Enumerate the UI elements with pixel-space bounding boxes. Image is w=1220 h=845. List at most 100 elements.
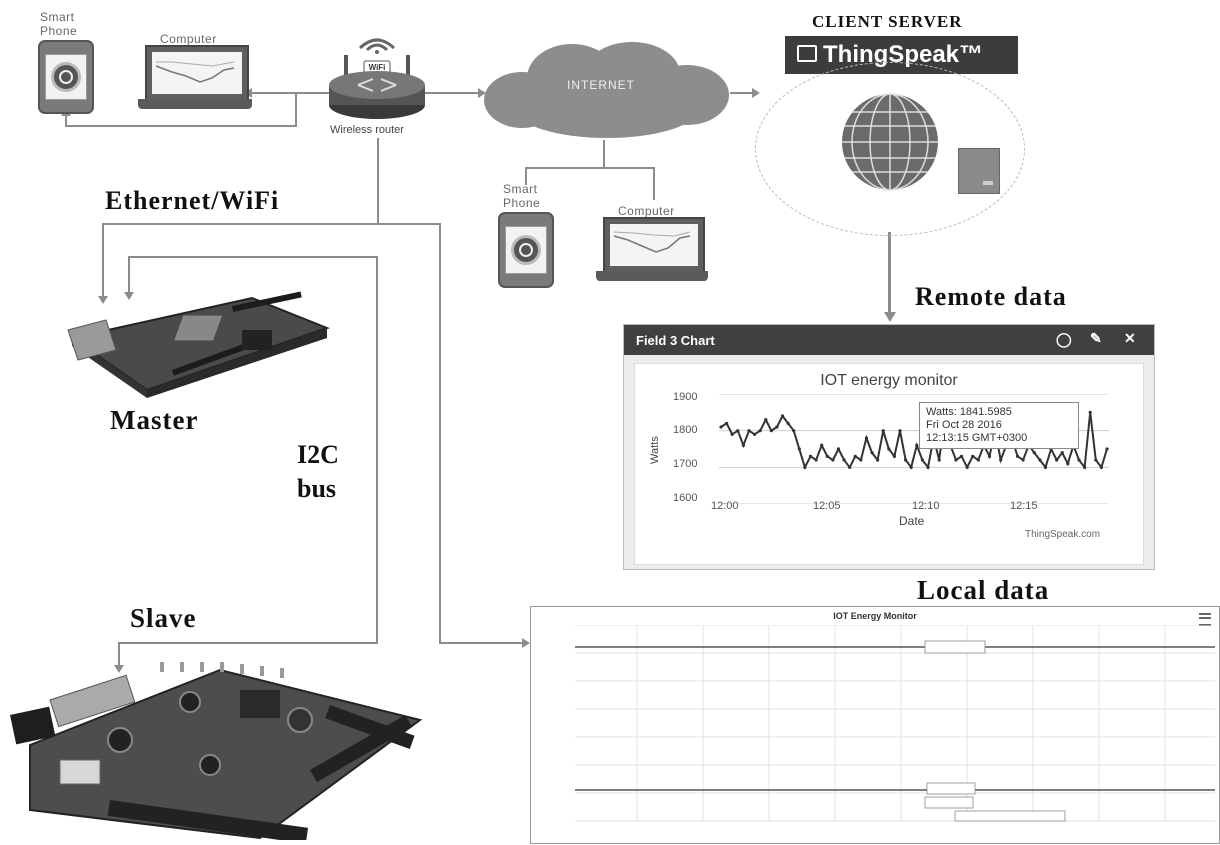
arrow-down-icon — [884, 312, 896, 322]
data-point[interactable] — [831, 458, 835, 462]
link-server-to-remote — [888, 232, 891, 314]
ethernet-wifi-label: Ethernet/WiFi — [105, 186, 280, 215]
data-point[interactable] — [898, 429, 902, 433]
data-point[interactable] — [909, 465, 913, 469]
data-point[interactable] — [775, 425, 779, 429]
data-point[interactable] — [920, 458, 924, 462]
data-point[interactable] — [820, 443, 824, 447]
data-point[interactable] — [965, 465, 969, 469]
data-point[interactable] — [836, 447, 841, 451]
data-point[interactable] — [1021, 458, 1025, 462]
local-chart-title: IOT Energy Monitor — [833, 611, 917, 621]
data-point[interactable] — [1099, 465, 1104, 469]
smart-phone-mid — [498, 212, 554, 288]
data-point[interactable] — [1066, 462, 1070, 466]
remote-chart-panel-title: Field 3 Chart — [636, 333, 715, 348]
data-point[interactable] — [1015, 454, 1020, 458]
data-point[interactable] — [752, 432, 757, 436]
mini-chart-icon — [613, 231, 691, 253]
data-point[interactable] — [797, 447, 801, 451]
remote-chart-xlabel: Date — [899, 514, 925, 528]
data-point[interactable] — [825, 454, 829, 458]
local-data-label: Local data — [917, 575, 1050, 605]
comment-icon[interactable]: ◯ — [1056, 331, 1072, 347]
x-tick: 12:05 — [813, 500, 841, 512]
data-point[interactable] — [741, 443, 745, 447]
arrow-right-icon — [752, 88, 760, 98]
data-point[interactable] — [987, 454, 992, 458]
tooltip-line: 12:13:15 GMT+0300 — [926, 432, 1028, 444]
data-point[interactable] — [786, 421, 790, 425]
link-internet-branch — [525, 167, 655, 169]
data-point[interactable] — [887, 447, 891, 451]
link-router-to-computer — [250, 92, 330, 94]
data-point[interactable] — [780, 414, 785, 418]
smart-phone-mid-label: Smart Phone — [503, 182, 541, 210]
data-point[interactable] — [971, 454, 975, 458]
data-point[interactable] — [1088, 410, 1092, 414]
globe-icon — [838, 90, 942, 194]
remote-chart-header: Field 3 Chart ◯ ✎ ✕ — [624, 325, 1154, 355]
data-point[interactable] — [808, 454, 813, 458]
data-point[interactable] — [724, 421, 729, 425]
link-to-local-h — [439, 642, 524, 644]
data-point[interactable] — [881, 429, 885, 433]
data-point[interactable] — [864, 436, 869, 440]
data-point[interactable] — [764, 418, 768, 422]
data-point[interactable] — [1083, 465, 1087, 469]
i2c-bus-bottom — [118, 642, 378, 644]
close-icon[interactable]: ✕ — [1124, 330, 1136, 346]
data-point[interactable] — [1060, 451, 1064, 455]
data-point[interactable] — [730, 432, 734, 436]
data-point[interactable] — [892, 454, 897, 458]
series-line — [720, 412, 1108, 470]
chat-bubble-icon — [797, 45, 817, 62]
data-point[interactable] — [792, 429, 796, 433]
server-box-icon — [958, 148, 1000, 194]
data-point[interactable] — [747, 429, 751, 433]
data-point[interactable] — [937, 458, 941, 462]
laptop-screen — [610, 224, 698, 266]
data-point[interactable] — [814, 458, 818, 462]
data-point[interactable] — [1094, 458, 1098, 462]
arrow-down-icon — [98, 296, 108, 304]
data-point[interactable] — [769, 429, 773, 433]
i2c-bus-right — [376, 256, 378, 644]
client-server-title: CLIENT SERVER — [812, 12, 963, 31]
data-point[interactable] — [1077, 458, 1081, 462]
data-point[interactable] — [959, 454, 964, 458]
remote-chart-ylabel: Watts — [649, 436, 661, 464]
data-point[interactable] — [848, 465, 852, 469]
y-tick: 1800 — [673, 424, 698, 436]
data-point[interactable] — [999, 458, 1003, 462]
data-point[interactable] — [803, 465, 807, 469]
mini-chart-icon — [155, 61, 235, 83]
data-point[interactable] — [719, 425, 723, 429]
data-point[interactable] — [876, 458, 880, 462]
i2c-label: I2C — [297, 440, 339, 469]
data-point[interactable] — [1043, 465, 1048, 469]
remote-chart-area: IOT energy monitor Watts 1900 1800 1700 … — [634, 363, 1144, 565]
edit-pencil-icon[interactable]: ✎ — [1090, 330, 1102, 346]
data-point[interactable] — [1032, 451, 1036, 455]
data-point[interactable] — [758, 429, 762, 433]
data-point[interactable] — [926, 465, 930, 469]
link-internet-to-server — [730, 92, 754, 94]
data-point[interactable] — [915, 443, 919, 447]
data-point[interactable] — [904, 458, 908, 462]
data-point[interactable] — [1055, 458, 1059, 462]
data-point[interactable] — [736, 429, 740, 433]
data-point[interactable] — [853, 454, 857, 458]
data-point[interactable] — [859, 458, 863, 462]
y-tick: 1600 — [673, 492, 698, 504]
x-tick: 12:00 — [711, 500, 739, 512]
y-tick: 1900 — [673, 391, 698, 403]
data-point[interactable] — [842, 458, 846, 462]
data-point[interactable] — [954, 458, 958, 462]
y-tick: 1700 — [673, 458, 698, 470]
i2c-bus-slave — [118, 642, 120, 667]
data-point[interactable] — [1105, 447, 1109, 451]
data-point[interactable] — [976, 458, 980, 462]
data-point[interactable] — [870, 451, 874, 455]
data-point[interactable] — [1038, 458, 1042, 462]
